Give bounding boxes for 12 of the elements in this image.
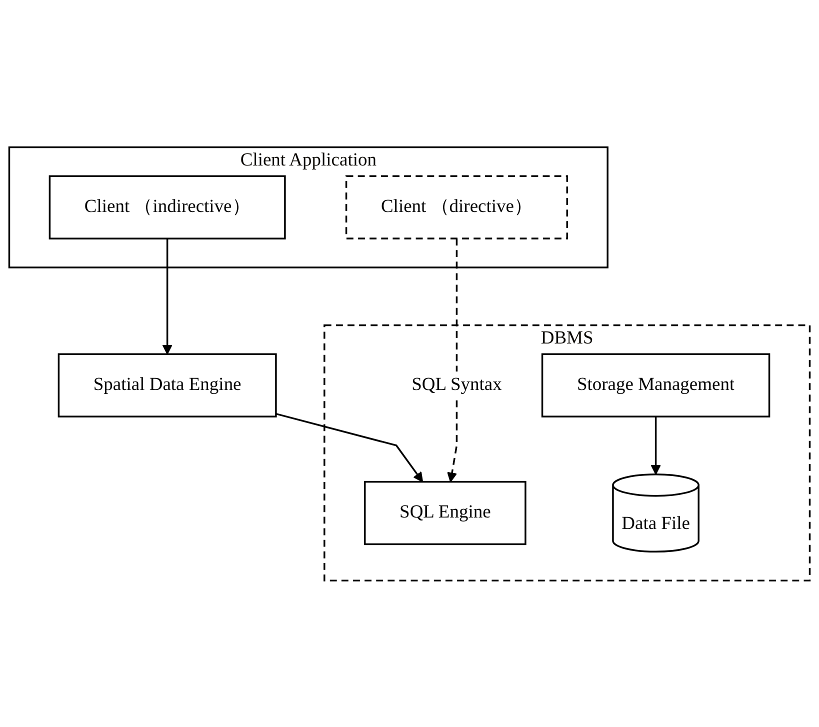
node-box: [541, 352, 770, 417]
arrow: [650, 416, 661, 474]
node-box: [48, 174, 286, 240]
diagram: DBMS Client Application SQL Syntax Client （indirective） Client （directive） Spatial Data Engine SQL Engine Storage Management Data File: [0, 138, 819, 590]
cluster: [324, 324, 811, 582]
node-box: [364, 480, 526, 545]
arrow: [447, 238, 458, 482]
node-box: [345, 174, 568, 240]
node-box: [58, 352, 277, 417]
arrow: [162, 238, 172, 354]
cluster: [8, 146, 608, 268]
arrow: [276, 412, 424, 482]
